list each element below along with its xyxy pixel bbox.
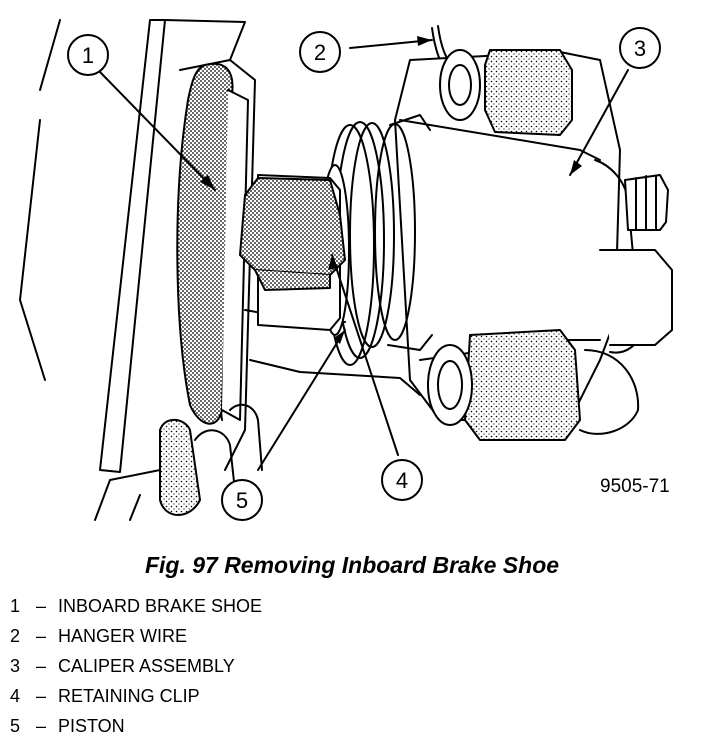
leader-1: [99, 71, 216, 191]
legend-item: 3–CALIPER ASSEMBLY: [10, 656, 235, 676]
leader-arrowheads: [200, 36, 582, 344]
figure-id: 9505-71: [600, 476, 670, 497]
leader-4: [331, 254, 399, 456]
legend-item: 1–INBOARD BRAKE SHOE: [10, 596, 263, 616]
knuckle-frame: [19, 19, 421, 521]
piston-boot: [325, 114, 433, 366]
figure-caption: Fig. 97 Removing Inboard Brake Shoe: [144, 552, 560, 578]
legend-item: 2–HANGER WIRE: [10, 626, 188, 646]
callout-5: 5: [221, 479, 263, 521]
callout-legend: 1–INBOARD BRAKE SHOE 2–HANGER WIRE 3–CAL…: [10, 591, 262, 741]
retaining-clip: [239, 177, 346, 291]
svg-text:4: 4: [396, 468, 408, 493]
svg-text:5: 5: [236, 488, 248, 513]
callout-4: 4: [381, 459, 423, 501]
leader-5: [257, 329, 346, 471]
callout-3: 3: [619, 27, 661, 69]
svg-text:1: 1: [82, 43, 94, 68]
inboard-brake-shoe: [176, 62, 249, 425]
caliper-assembly: [394, 49, 673, 441]
technician-hand: [159, 403, 263, 516]
callout-1: 1: [67, 34, 109, 76]
svg-text:3: 3: [634, 36, 646, 61]
brake-caliper-illustration: 1 2 3 4 5 9505-71: [19, 19, 673, 521]
leader-lines: [99, 39, 629, 471]
legend-item: 5–PISTON: [10, 716, 125, 736]
leader-3: [569, 69, 629, 176]
callout-2: 2: [299, 31, 341, 73]
legend-item: 4–RETAINING CLIP: [10, 686, 200, 706]
svg-text:2: 2: [314, 40, 326, 65]
